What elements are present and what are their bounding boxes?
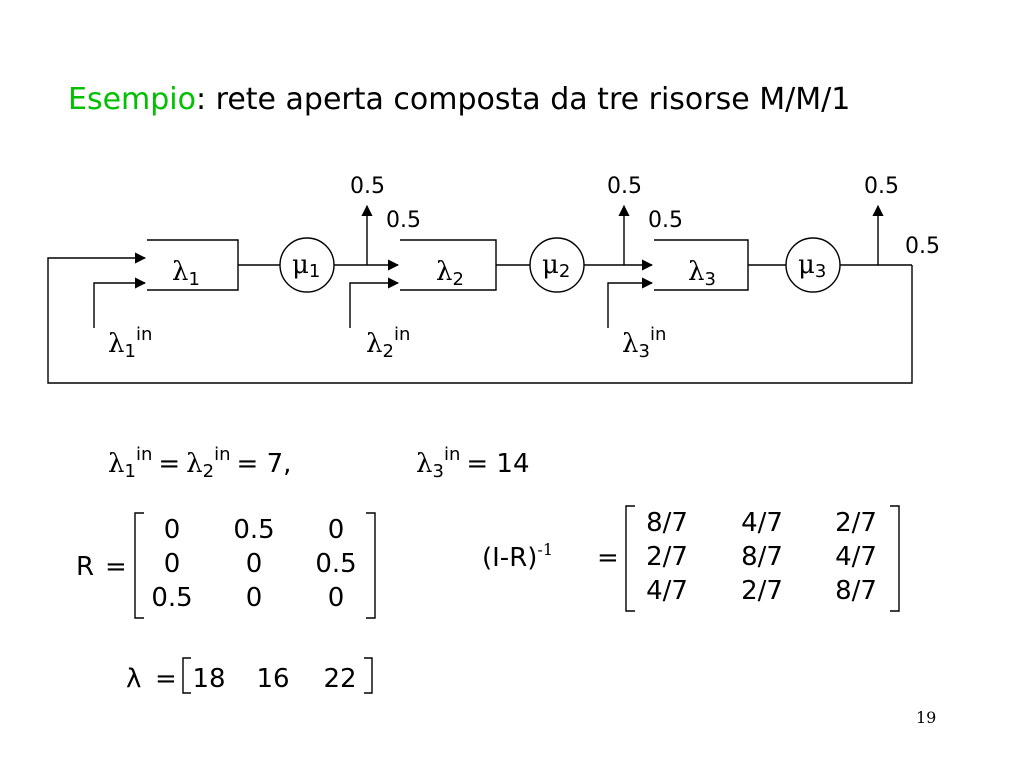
matrix-inverse-cell: 4/7 — [741, 508, 783, 538]
slide-title: Esempio: rete aperta composta da tre ris… — [68, 82, 850, 117]
matrix-inverse-cell: 4/7 — [835, 542, 877, 572]
feedback-line — [47, 252, 913, 384]
queue-label-3: λ3 — [688, 257, 716, 290]
matrix-r-label: R — [76, 552, 94, 582]
matrix-r-cell: 0 — [328, 583, 345, 613]
lambda-vector-value: 16 — [256, 664, 289, 694]
input-label-1: λ1in — [108, 324, 152, 362]
matrix-inverse-cell: 2/7 — [741, 576, 783, 606]
lambda-vector-left-bracket — [182, 657, 191, 694]
lambda-vector-equals: = — [155, 664, 177, 694]
matrix-inverse-left-bracket — [625, 505, 635, 612]
server-label-1: μ1 — [292, 250, 320, 282]
queue-label-1: λ1 — [172, 257, 200, 290]
external-input-line-3 — [607, 277, 654, 328]
matrix-inverse-cell: 8/7 — [835, 576, 877, 606]
matrix-r-cell: 0.5 — [151, 583, 192, 613]
queue-label-2: λ2 — [436, 257, 464, 290]
external-input-line-1 — [93, 277, 147, 328]
lambda-vector-right-bracket — [364, 657, 373, 694]
server-label-2: μ2 — [542, 250, 570, 282]
matrix-r: R = 0 0.5 0 0 0 0.5 0.5 0 0 — [76, 512, 376, 619]
matrix-inverse-cell: 4/7 — [646, 576, 688, 606]
prob-feedback-3: 0.5 — [905, 234, 940, 259]
lambda-in-1-2-expression: λ1in=λ2in= 7, — [108, 444, 291, 482]
lambda-vector-symbol: λ — [126, 664, 141, 694]
page-number: 19 — [916, 708, 937, 727]
matrix-r-cell: 0 — [164, 549, 181, 579]
prob-exit-1: 0.5 — [350, 174, 385, 199]
title-text: : rete aperta composta da tre risorse M/… — [196, 82, 851, 117]
matrix-r-cell: 0.5 — [315, 549, 356, 579]
matrix-inverse-equals: = — [597, 543, 619, 573]
lambda-vector: λ = 18 16 22 — [126, 657, 373, 694]
matrix-r-cell: 0.5 — [233, 515, 274, 545]
matrix-r-cell: 0 — [328, 515, 345, 545]
prob-forward-2: 0.5 — [648, 208, 683, 233]
matrix-inverse: (I-R)-1 = 8/7 4/7 2/7 2/7 8/7 4/7 4/7 2/… — [482, 505, 900, 612]
external-rates-equation: λ1in=λ2in= 7, λ3in= 14 — [108, 444, 530, 482]
matrix-inverse-cell: 2/7 — [835, 508, 877, 538]
matrix-r-cell: 0 — [246, 549, 263, 579]
title-keyword: Esempio — [68, 82, 196, 117]
matrix-r-cell: 0 — [246, 583, 263, 613]
lambda-vector-value: 18 — [192, 664, 225, 694]
prob-exit-3: 0.5 — [864, 174, 899, 199]
matrix-inverse-cell: 2/7 — [646, 542, 688, 572]
matrix-inverse-cell: 8/7 — [741, 542, 783, 572]
lambda-in-3-expression: λ3in= 14 — [416, 444, 530, 482]
lambda-vector-value: 22 — [323, 664, 356, 694]
matrix-r-cell: 0 — [164, 515, 181, 545]
server-label-3: μ3 — [798, 250, 826, 282]
prob-forward-1: 0.5 — [386, 208, 421, 233]
external-input-line-2 — [349, 277, 400, 328]
matrix-inverse-cell: 8/7 — [646, 508, 688, 538]
prob-exit-2: 0.5 — [607, 174, 642, 199]
matrix-inverse-label: (I-R)-1 — [482, 540, 553, 573]
input-label-3: λ3in — [622, 324, 666, 362]
matrix-r-equals: = — [105, 552, 127, 582]
matrix-r-left-bracket — [134, 512, 144, 619]
matrix-r-right-bracket — [366, 512, 376, 619]
matrix-inverse-right-bracket — [890, 505, 900, 612]
input-label-2: λ2in — [366, 324, 410, 362]
